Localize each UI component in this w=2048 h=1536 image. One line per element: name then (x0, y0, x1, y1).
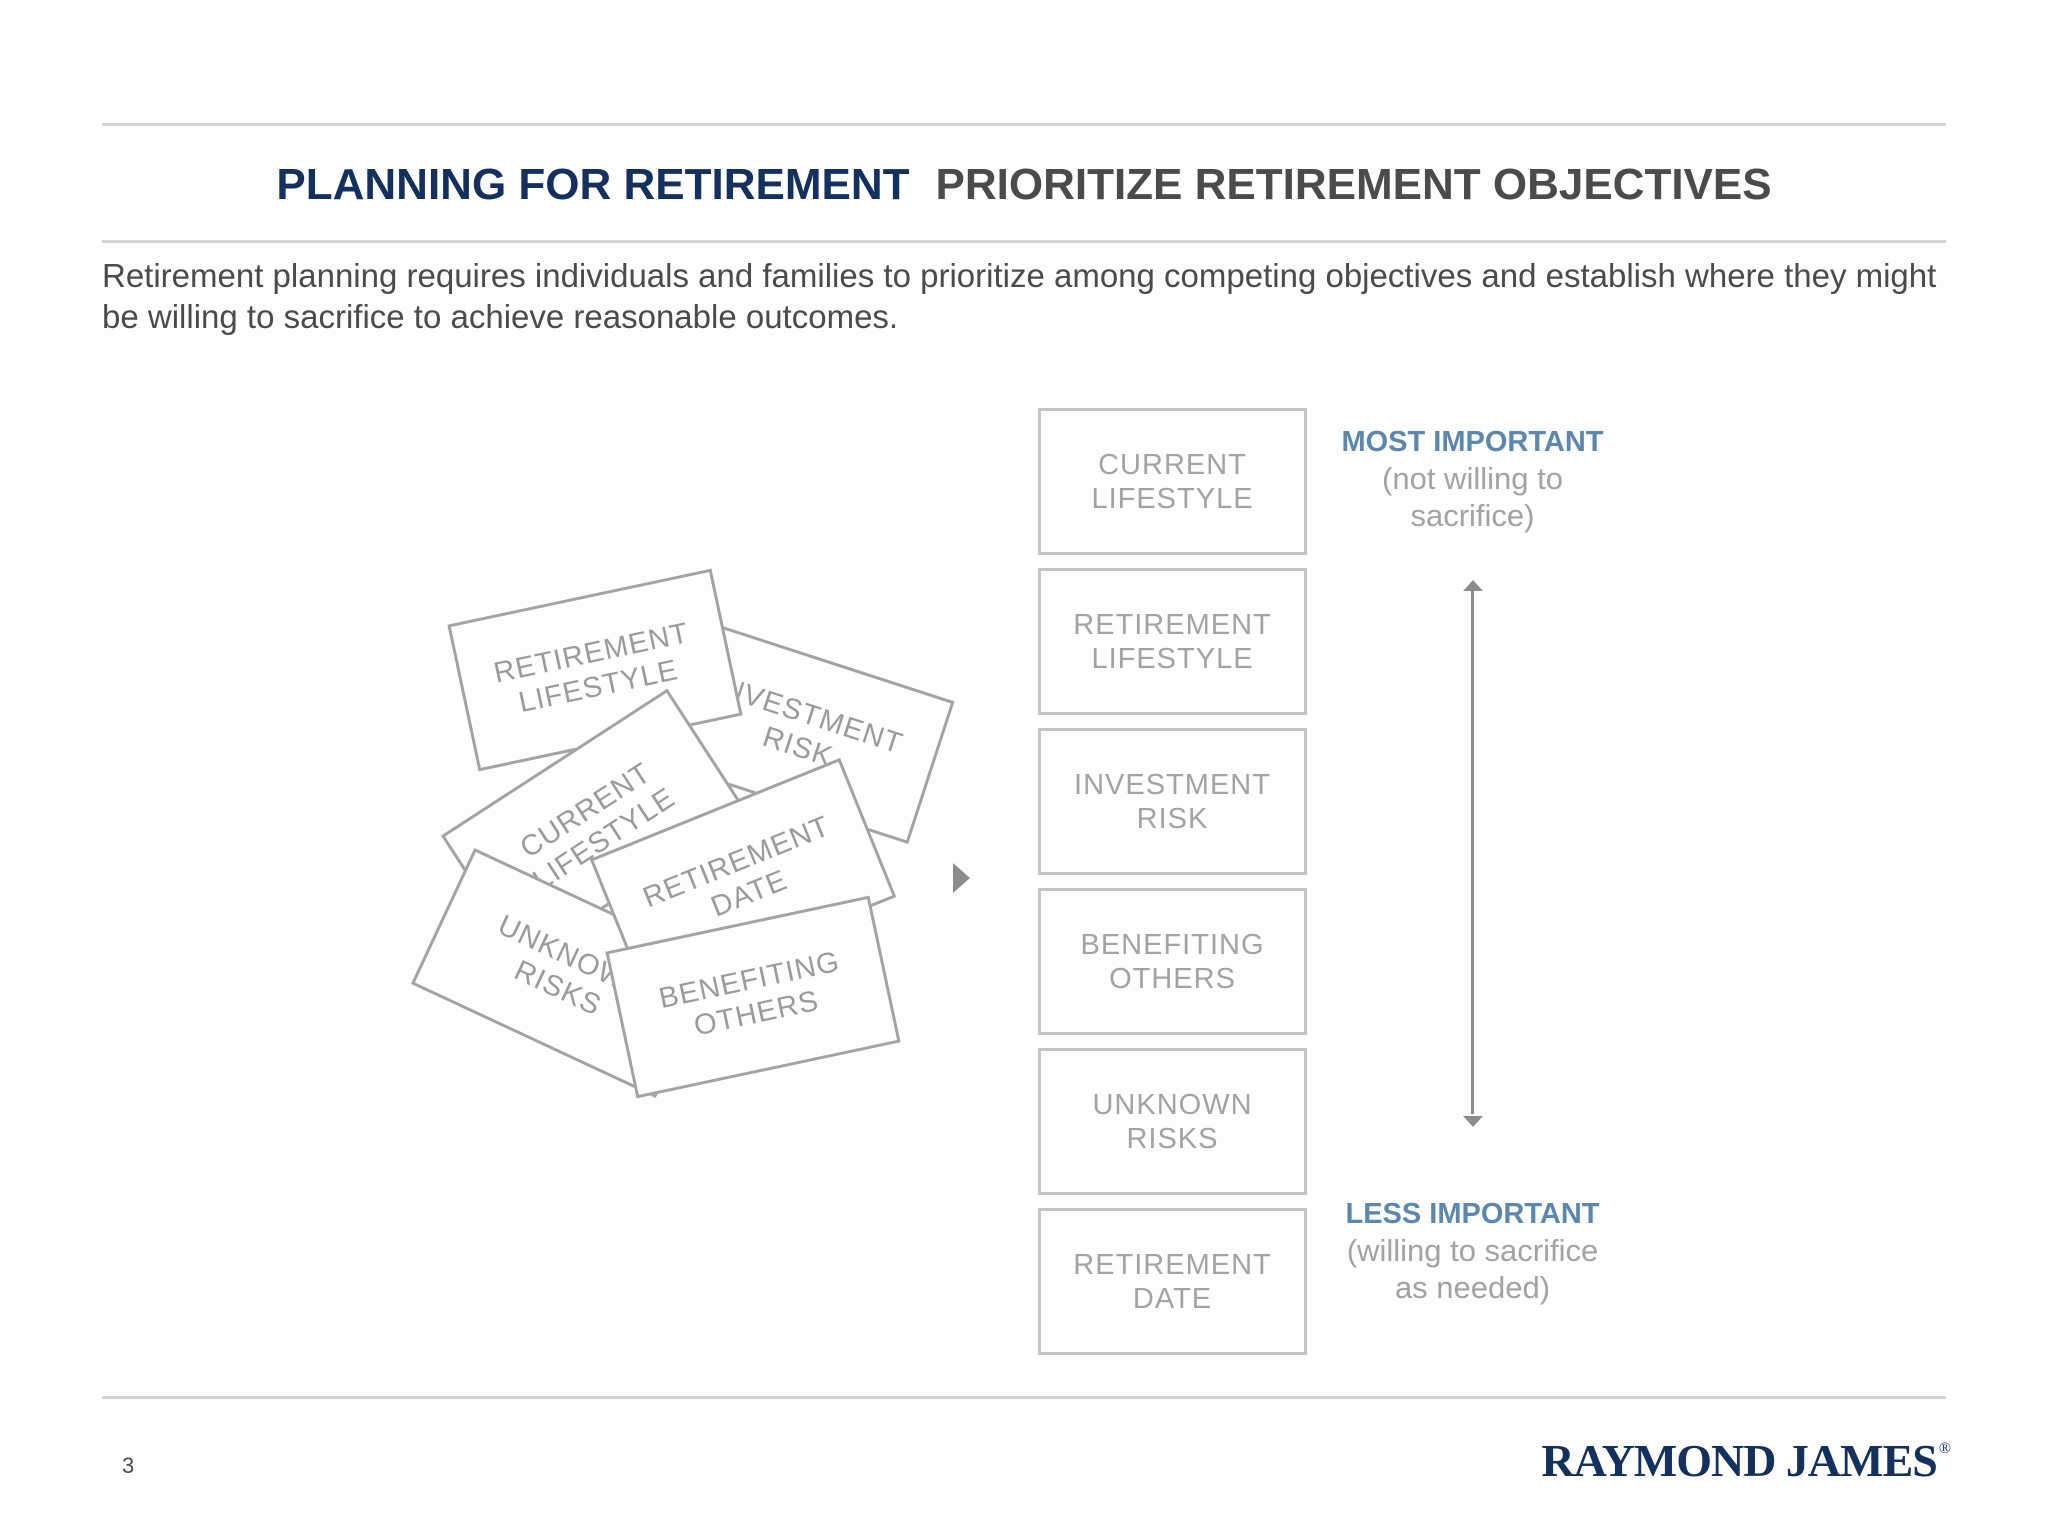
most-important-heading: MOST IMPORTANT (1341, 426, 1604, 458)
less-important-label: LESS IMPORTANT (willing to sacrifice as … (1320, 1196, 1625, 1306)
title-topic: PRIORITIZE RETIREMENT OBJECTIVES (935, 160, 1772, 209)
most-important-label: MOST IMPORTANT (not willing to sacrifice… (1320, 424, 1625, 534)
arrow-down-icon (1463, 1116, 1483, 1127)
play-arrow-icon (953, 863, 970, 893)
title-divider (102, 240, 1946, 243)
top-divider (102, 123, 1946, 126)
page-title: PLANNING FOR RETIREMENT PRIORITIZE RETIRE… (0, 160, 2048, 210)
priority-label: CURRENT LIFESTYLE (1091, 448, 1254, 515)
page-number: 3 (122, 1453, 135, 1478)
footer-divider (102, 1396, 1946, 1399)
most-important-note: (not willing to sacrifice) (1382, 461, 1563, 533)
priority-label: INVESTMENT RISK (1074, 768, 1271, 835)
raymond-james-logo: RAYMOND JAMES® (1541, 1434, 1951, 1487)
title-section: PLANNING FOR RETIREMENT (276, 160, 910, 209)
priority-label: RETIREMENT LIFESTYLE (1073, 608, 1272, 675)
less-important-note: (willing to sacrifice as needed) (1346, 1233, 1599, 1305)
priority-label: BENEFITING OTHERS (1080, 928, 1265, 995)
importance-scale-line (1471, 588, 1474, 1114)
priority-box-6: RETIREMENT DATE (1038, 1208, 1307, 1355)
priority-box-5: UNKNOWN RISKS (1038, 1048, 1307, 1195)
intro-text: Retirement planning requires individuals… (102, 257, 1937, 335)
arrow-up-icon (1463, 580, 1483, 591)
card-label: BENEFITING OTHERS (656, 945, 843, 1043)
priority-box-4: BENEFITING OTHERS (1038, 888, 1307, 1035)
logo-text: RAYMOND JAMES (1541, 1435, 1937, 1486)
priority-box-2: RETIREMENT LIFESTYLE (1038, 568, 1307, 715)
priority-box-3: INVESTMENT RISK (1038, 728, 1307, 875)
registered-mark: ® (1938, 1440, 1951, 1457)
priority-box-1: CURRENT LIFESTYLE (1038, 408, 1307, 555)
priority-label: RETIREMENT DATE (1073, 1248, 1272, 1315)
less-important-heading: LESS IMPORTANT (1345, 1198, 1600, 1230)
priority-label: UNKNOWN RISKS (1092, 1088, 1253, 1155)
